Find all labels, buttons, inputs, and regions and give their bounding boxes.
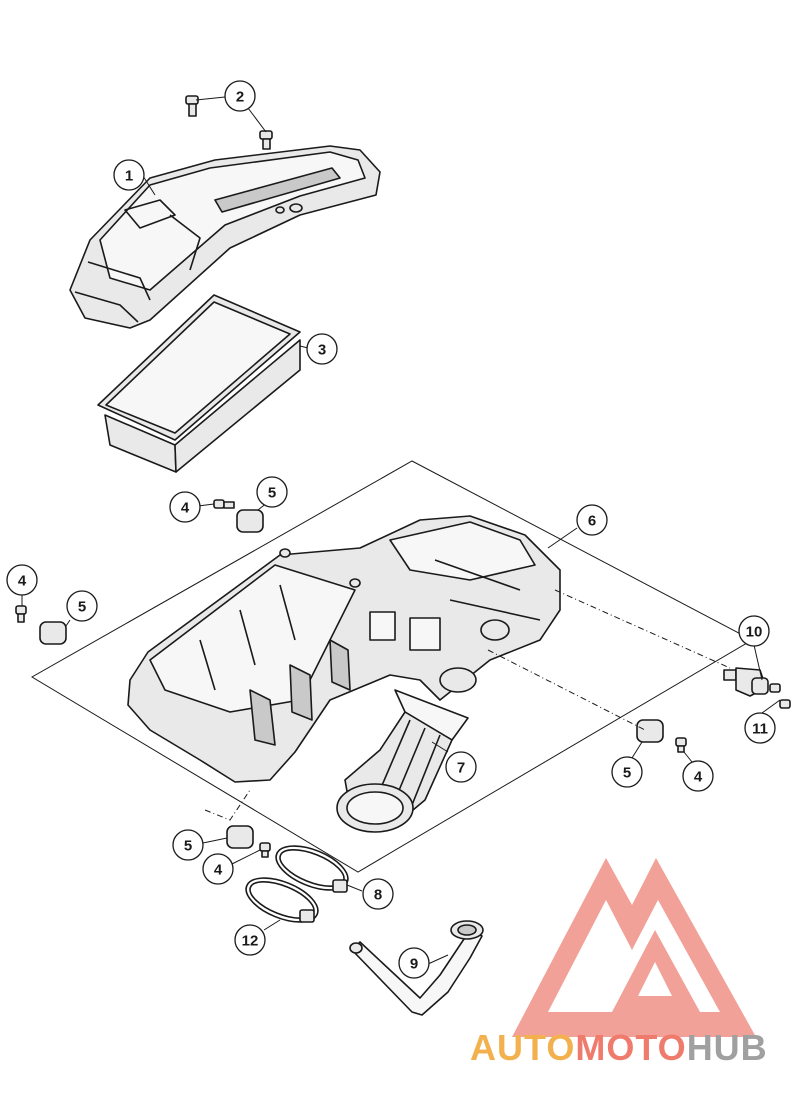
- callout-5: 5: [256, 476, 288, 508]
- watermark-hub: HUB: [686, 1027, 768, 1068]
- hose-clamp-part-12: [245, 877, 319, 923]
- callout-8: 8: [362, 878, 394, 910]
- callout-4: 4: [202, 853, 234, 885]
- callout-11: 11: [744, 712, 776, 744]
- svg-text:4: 4: [694, 769, 703, 786]
- leader-lines: [21, 96, 781, 965]
- airbox-cover-part-1: [69, 145, 381, 329]
- callout-12: 12: [234, 924, 266, 956]
- svg-text:5: 5: [184, 838, 192, 855]
- svg-text:5: 5: [623, 765, 631, 782]
- callout-9: 9: [398, 947, 430, 979]
- callout-4: 4: [6, 564, 38, 596]
- callout-5: 5: [611, 756, 643, 788]
- watermark-auto: AUTO: [470, 1027, 576, 1068]
- centerline: [487, 649, 646, 731]
- watermark-wordmark: AUTOMOTOHUB: [470, 1027, 800, 1077]
- svg-text:12: 12: [242, 933, 259, 950]
- svg-text:8: 8: [374, 887, 382, 904]
- watermark-triangle-logo: [512, 858, 756, 1037]
- bolt-part-4: [15, 499, 687, 858]
- callout-2: 2: [224, 80, 256, 112]
- bolt-part-2: [185, 95, 273, 150]
- svg-text:9: 9: [410, 956, 418, 973]
- svg-text:3: 3: [318, 342, 326, 359]
- callout-4: 4: [169, 491, 201, 523]
- svg-text:1: 1: [125, 168, 133, 185]
- intake-boot-part-7: [336, 689, 469, 833]
- svg-text:11: 11: [752, 721, 768, 738]
- drain-hose-part-9: [349, 920, 484, 1016]
- svg-text:5: 5: [268, 485, 276, 502]
- svg-text:2: 2: [236, 89, 244, 106]
- callout-7: 7: [445, 751, 477, 783]
- callout-5: 5: [66, 590, 98, 622]
- callout-5: 5: [172, 829, 204, 861]
- assembly-frame: [31, 460, 754, 873]
- svg-text:4: 4: [18, 573, 27, 590]
- air-filter-part-3: [97, 294, 301, 473]
- airbox-housing-part-6: [127, 515, 561, 783]
- callout-1: 1: [113, 159, 145, 191]
- svg-text:4: 4: [214, 862, 223, 879]
- centerline: [204, 789, 251, 821]
- callout-6: 6: [576, 504, 608, 536]
- svg-text:10: 10: [746, 624, 763, 641]
- sensor-part-10: [723, 667, 769, 697]
- callout-10: 10: [738, 615, 770, 647]
- watermark-moto: MOTO: [575, 1027, 687, 1068]
- svg-text:5: 5: [78, 599, 86, 616]
- svg-text:6: 6: [588, 513, 596, 530]
- screw-part-11: [769, 683, 791, 709]
- callout-3: 3: [306, 333, 338, 365]
- rubber-grommet-part-5: [39, 509, 664, 849]
- svg-text:7: 7: [457, 760, 465, 777]
- svg-text:4: 4: [181, 500, 190, 517]
- centerline: [554, 589, 731, 669]
- hose-clamp-part-8: [275, 845, 349, 893]
- callout-4: 4: [682, 760, 714, 792]
